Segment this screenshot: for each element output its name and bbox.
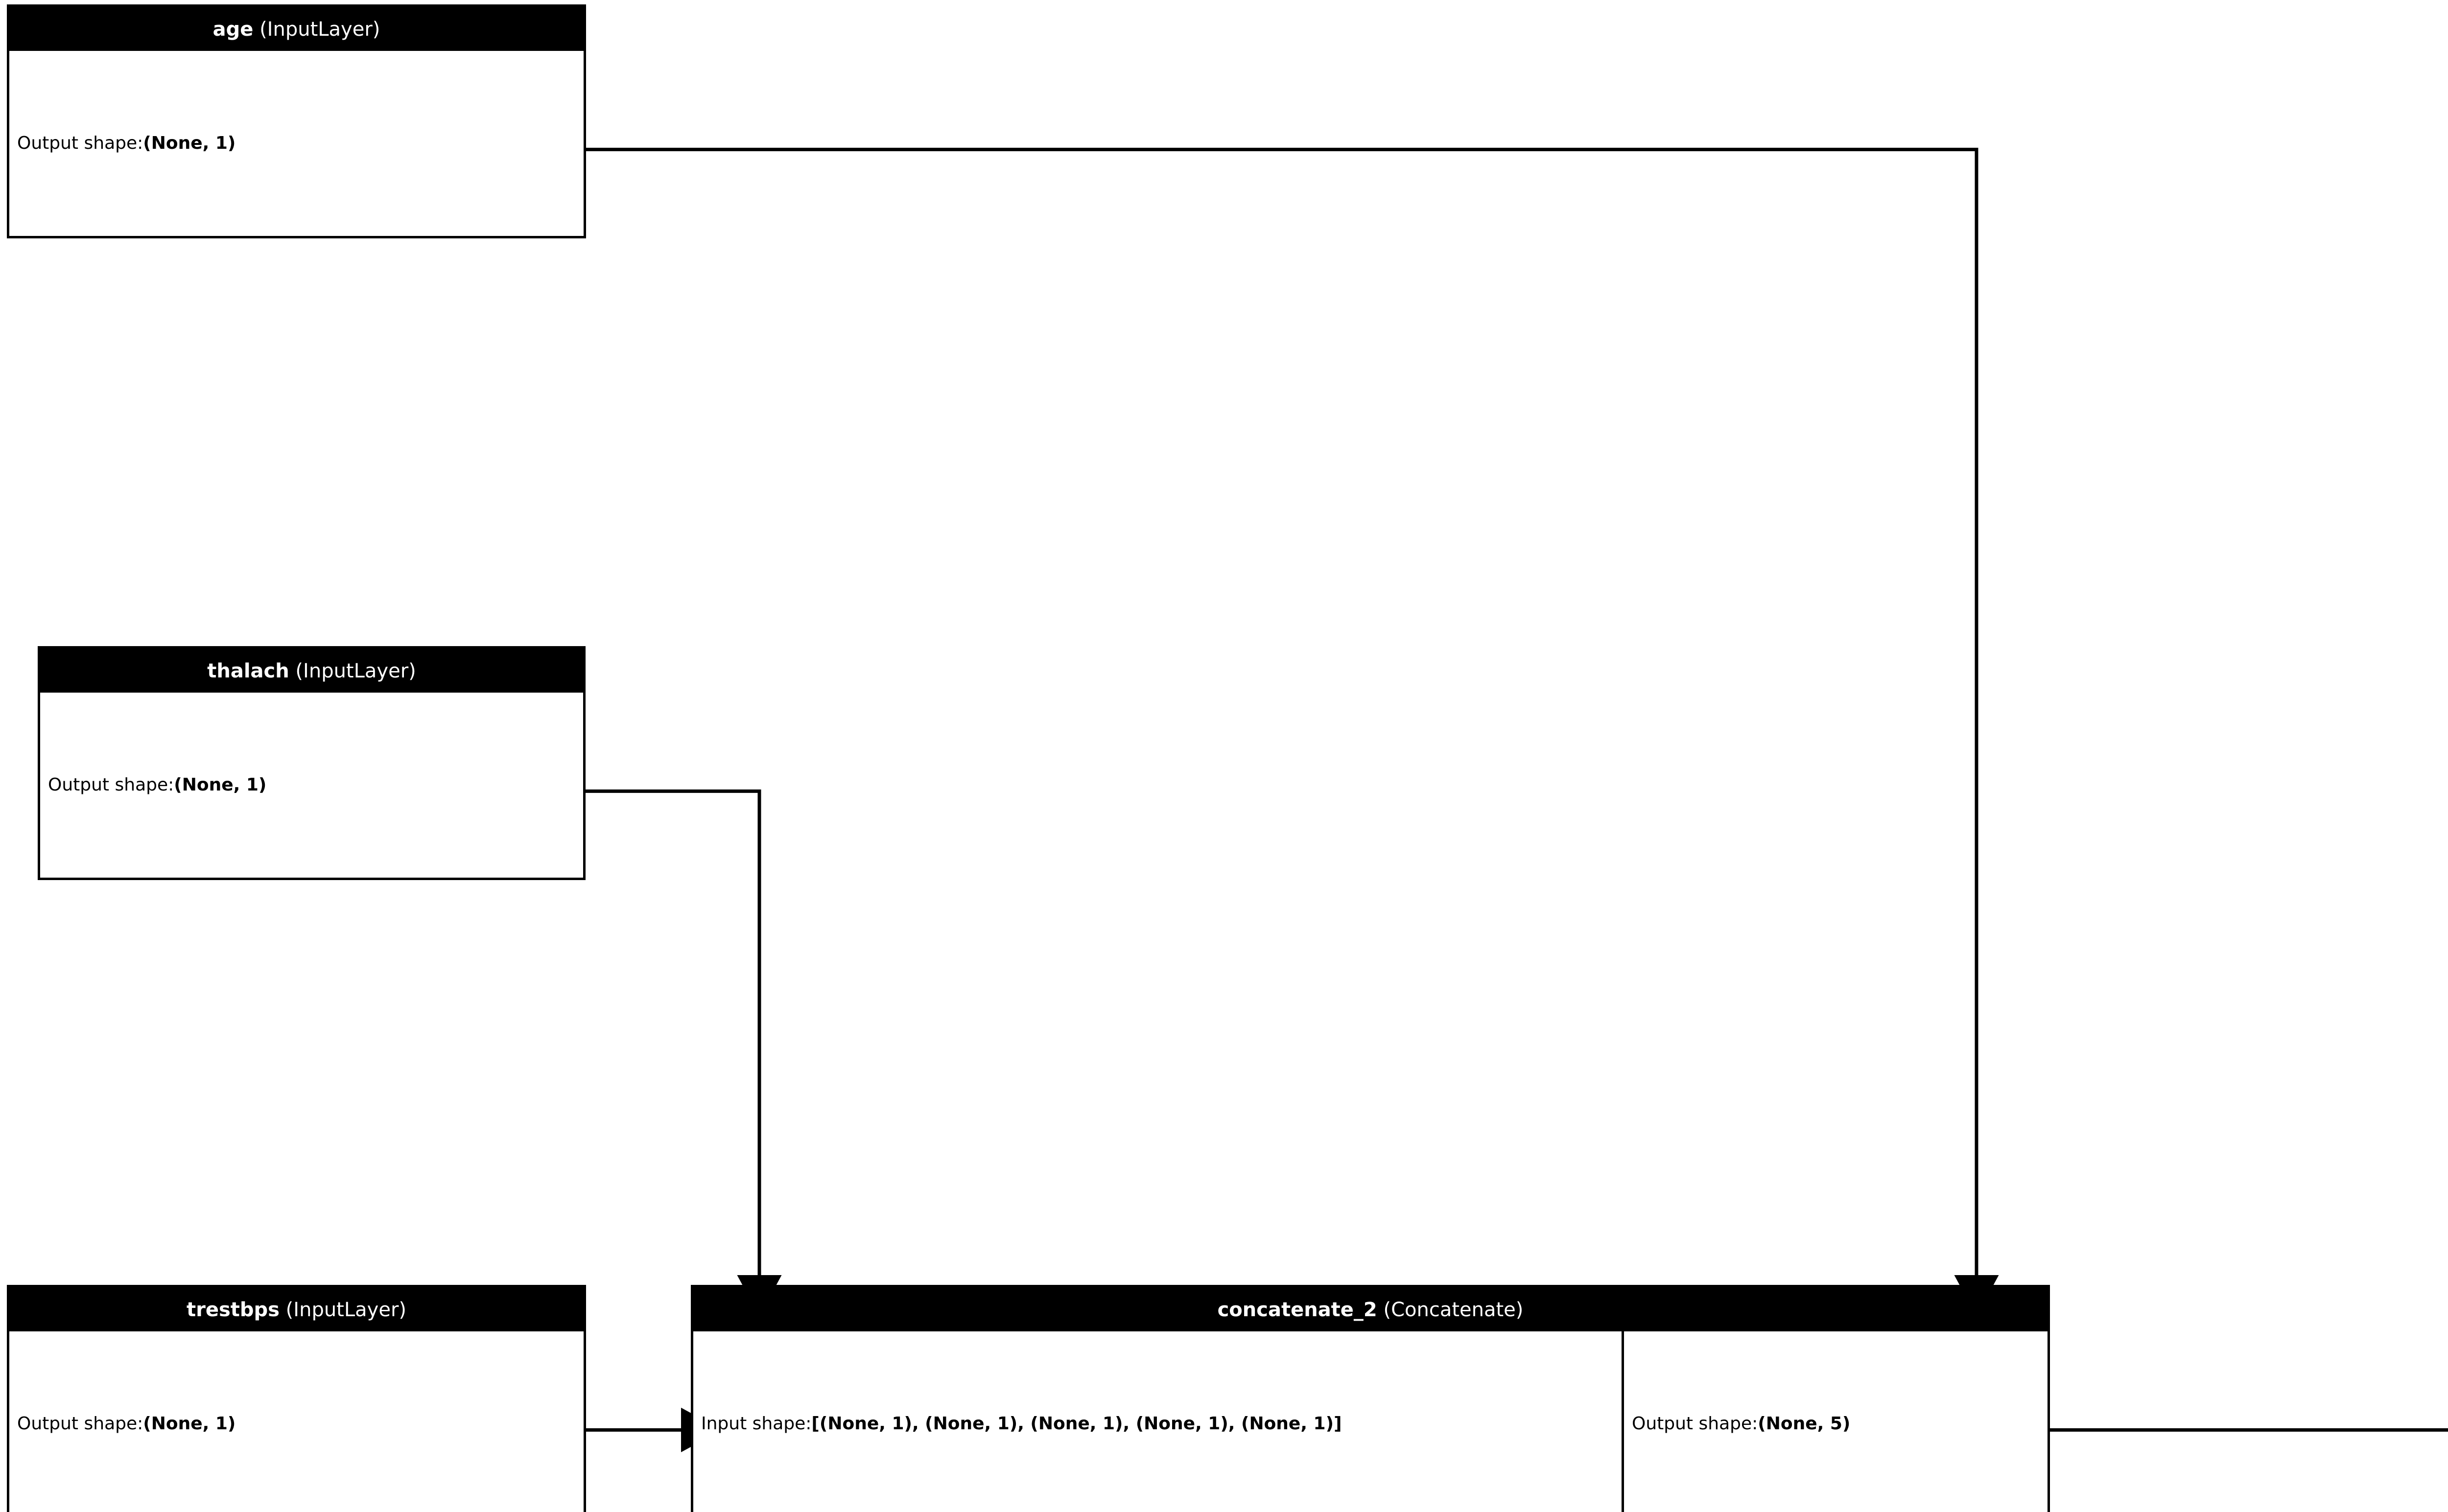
layer-name: age [212, 18, 254, 41]
layer-class: (InputLayer) [289, 660, 416, 682]
output-shape-prefix: Output shape: [48, 775, 174, 795]
output-shape-value: (None, 1) [143, 133, 236, 153]
input-shape-value: [(None, 1), (None, 1), (None, 1), (None,… [811, 1414, 1342, 1434]
layer-class: (Concatenate) [1377, 1299, 1524, 1321]
edge [586, 789, 782, 1316]
layer-node-age[interactable]: age (InputLayer)Output shape: (None, 1) [7, 4, 586, 238]
output-shape-prefix: Output shape: [1632, 1414, 1758, 1434]
layer-name: concatenate_2 [1217, 1299, 1377, 1321]
layer-name: thalach [207, 660, 289, 682]
output-shape-prefix: Output shape: [17, 1414, 143, 1434]
output-shape-value: (None, 1) [174, 775, 267, 795]
output-shape-value: (None, 5) [1758, 1414, 1851, 1434]
output-shape: Output shape: (None, 1) [40, 693, 583, 878]
layer-title: trestbps (InputLayer) [9, 1287, 584, 1331]
output-shape-prefix: Output shape: [17, 133, 143, 153]
input-shape: Input shape: [(None, 1), (None, 1), (Non… [693, 1331, 1622, 1512]
output-shape: Output shape: (None, 1) [9, 51, 584, 236]
shape-row: Output shape: (None, 1) [40, 693, 583, 878]
input-shape-prefix: Input shape: [701, 1414, 812, 1434]
shape-row: Output shape: (None, 1) [9, 51, 584, 236]
output-shape-value: (None, 1) [143, 1414, 236, 1434]
shape-row: Input shape: [(None, 1), (None, 1), (Non… [693, 1331, 2048, 1512]
layer-title: age (InputLayer) [9, 7, 584, 51]
edge [586, 147, 1999, 1316]
layer-title: concatenate_2 (Concatenate) [693, 1287, 2048, 1331]
layer-node-concatenate_2[interactable]: concatenate_2 (Concatenate)Input shape: … [691, 1285, 2050, 1512]
layer-node-trestbps[interactable]: trestbps (InputLayer)Output shape: (None… [7, 1285, 586, 1512]
layer-title: thalach (InputLayer) [40, 649, 583, 693]
output-shape: Output shape: (None, 5) [1624, 1331, 2048, 1512]
layer-name: trestbps [186, 1299, 280, 1321]
layer-class: (InputLayer) [253, 18, 380, 41]
shape-row: Output shape: (None, 1) [9, 1331, 584, 1512]
output-shape: Output shape: (None, 1) [9, 1331, 584, 1512]
layer-class: (InputLayer) [279, 1299, 406, 1321]
layer-node-thalach[interactable]: thalach (InputLayer)Output shape: (None,… [38, 646, 586, 880]
